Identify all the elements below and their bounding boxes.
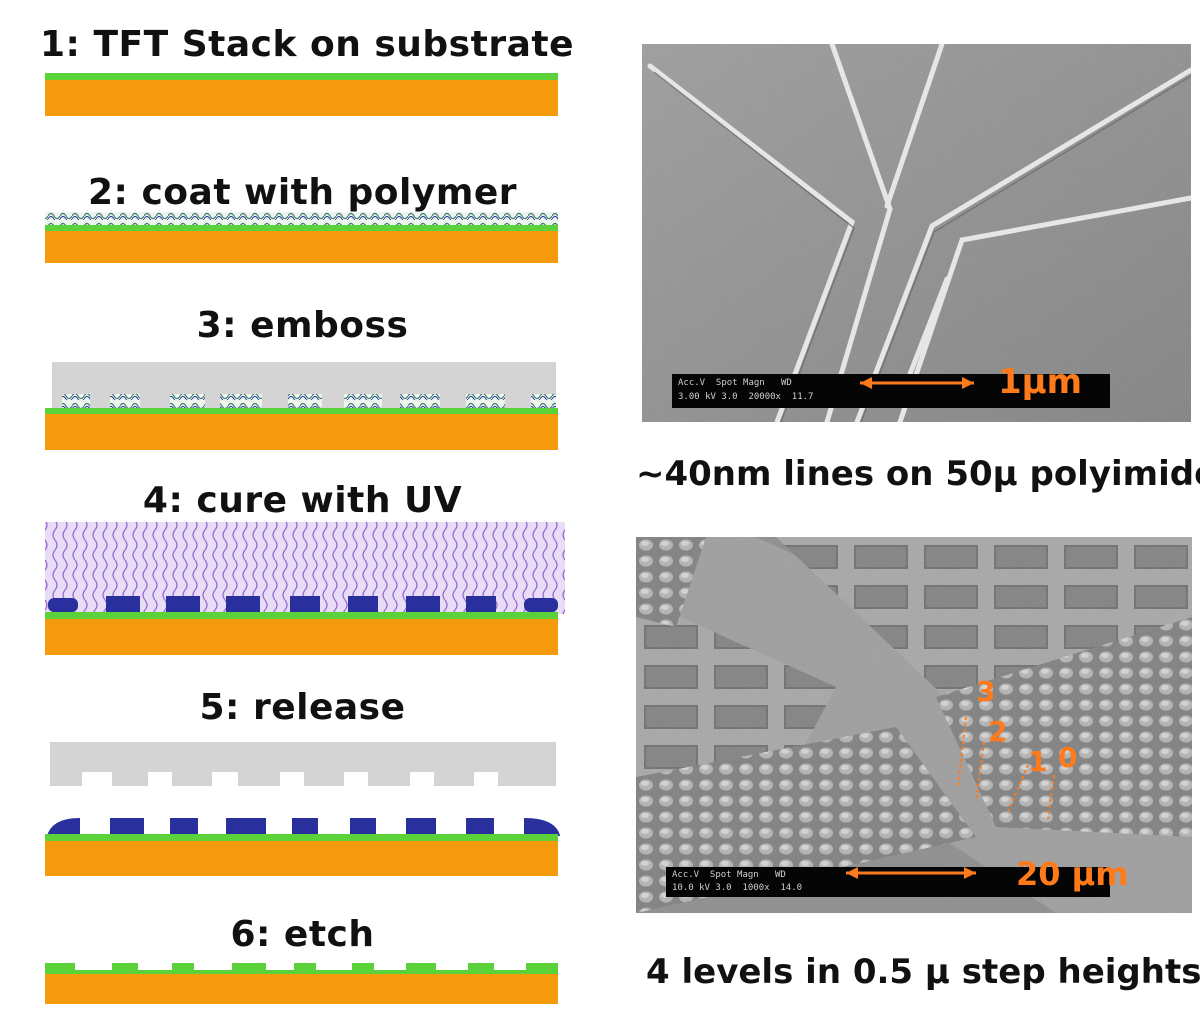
- step-1-title: 1: TFT Stack on substrate: [40, 24, 574, 65]
- step-6-title: 6: etch: [230, 914, 375, 955]
- sem-bottom-caption: 4 levels in 0.5 μ step heights: [646, 952, 1200, 992]
- step-2-tft-layer: [45, 225, 558, 231]
- level-label-3: 3: [976, 675, 996, 708]
- step-1-tft-layer: [45, 73, 558, 80]
- step-5-tft-layer: [45, 834, 558, 841]
- step-3-title: 3: emboss: [196, 305, 409, 346]
- sem-image-nanolines: Acc.V Spot Magn WD 3.00 kV 3.0 20000x 11…: [642, 44, 1191, 422]
- step-5-title: 5: release: [199, 687, 406, 728]
- step-4-title: 4: cure with UV: [142, 480, 463, 521]
- sem-image-multilevel: Acc.V Spot Magn WD 10.0 kV 3.0 1000x 14.…: [636, 537, 1192, 913]
- sem-bottom-metadata-line-1: Acc.V Spot Magn WD: [672, 870, 786, 880]
- sem-bottom-scale-label: 20 μm: [1016, 855, 1129, 893]
- step-3-substrate: [45, 414, 558, 450]
- sem-top-caption: ~40nm lines on 50μ polyimide: [636, 454, 1200, 494]
- step-5-substrate: [45, 841, 558, 876]
- level-label-1: 1: [1028, 745, 1048, 778]
- sem-top-metadata-line-2: 3.00 kV 3.0 20000x 11.7: [678, 392, 814, 402]
- level-label-2: 2: [988, 715, 1008, 748]
- sem-top-scale-label: 1μm: [998, 362, 1083, 402]
- step-1-substrate: [45, 80, 558, 116]
- step-6-substrate: [45, 974, 558, 1004]
- step-3-tft-layer: [45, 408, 558, 414]
- sem-top-metadata-line-1: Acc.V Spot Magn WD: [678, 378, 792, 388]
- level-label-0: 0: [1058, 741, 1078, 774]
- sem-bottom-metadata-line-2: 10.0 kV 3.0 1000x 14.0: [672, 883, 803, 893]
- step-2-substrate: [45, 231, 558, 263]
- step-4-substrate: [45, 619, 558, 655]
- step-2-title: 2: coat with polymer: [87, 172, 518, 213]
- step-4-tft-layer: [45, 612, 558, 619]
